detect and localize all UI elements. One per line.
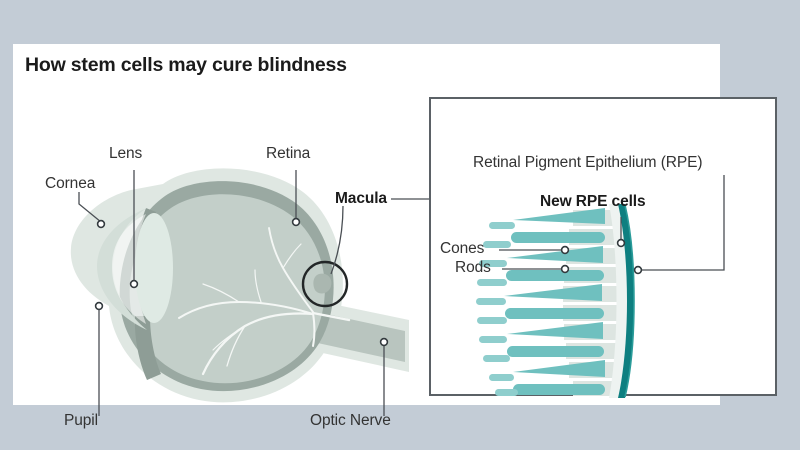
leader-rpe — [642, 175, 725, 271]
label-cornea: Cornea — [45, 175, 96, 192]
leader-cornea — [78, 192, 102, 223]
page-title: How stem cells may cure blindness — [25, 54, 347, 76]
panel-leader-lines — [499, 175, 725, 271]
label-rods: Rods — [455, 259, 491, 276]
label-new-rpe-cells: New RPE cells — [540, 193, 646, 210]
marker-retina — [291, 217, 301, 227]
photoreceptor-outer-segments — [476, 222, 518, 396]
eye-leader-markers — [94, 217, 389, 347]
panel-leader-markers — [560, 238, 643, 275]
iris-lower — [134, 316, 161, 380]
cornea-shape — [97, 208, 147, 330]
label-retinal-pigment-epithelium: Retinal Pigment Epithelium (RPE) — [473, 154, 703, 171]
marker-cones — [560, 245, 570, 255]
macula-patch — [313, 273, 332, 294]
photoreceptor-rods — [505, 232, 605, 395]
eye-leader-lines — [78, 170, 429, 416]
label-optic-nerve: Optic Nerve — [310, 412, 391, 429]
leader-macula-circle — [330, 205, 344, 275]
diagram-artwork — [70, 168, 725, 416]
rpe-detail-artwork — [476, 204, 635, 398]
marker-new-rpe-cells — [616, 238, 626, 248]
label-cones: Cones — [440, 240, 485, 257]
marker-pupil — [94, 301, 104, 311]
retinal-vessels — [178, 227, 351, 376]
optic-nerve-core — [313, 312, 405, 362]
macula-circle — [301, 260, 349, 308]
eye-cross-section — [70, 168, 409, 403]
marker-lens — [129, 279, 139, 289]
vitreous-body — [129, 194, 325, 384]
marker-rpe — [633, 265, 643, 275]
lens-shape — [135, 213, 173, 323]
photoreceptor-cones — [504, 208, 605, 377]
label-macula: Macula — [335, 190, 387, 207]
label-pupil: Pupil — [64, 412, 98, 429]
content-card: How stem cells may cure blindness — [13, 44, 777, 429]
label-retina: Retina — [266, 145, 311, 162]
label-lens: Lens — [109, 145, 143, 162]
marker-cornea — [96, 219, 106, 229]
new-rpe-layer-highlight — [624, 204, 635, 398]
marker-optic-nerve — [379, 337, 389, 347]
marker-rods — [560, 264, 570, 274]
new-rpe-layer — [618, 204, 634, 398]
